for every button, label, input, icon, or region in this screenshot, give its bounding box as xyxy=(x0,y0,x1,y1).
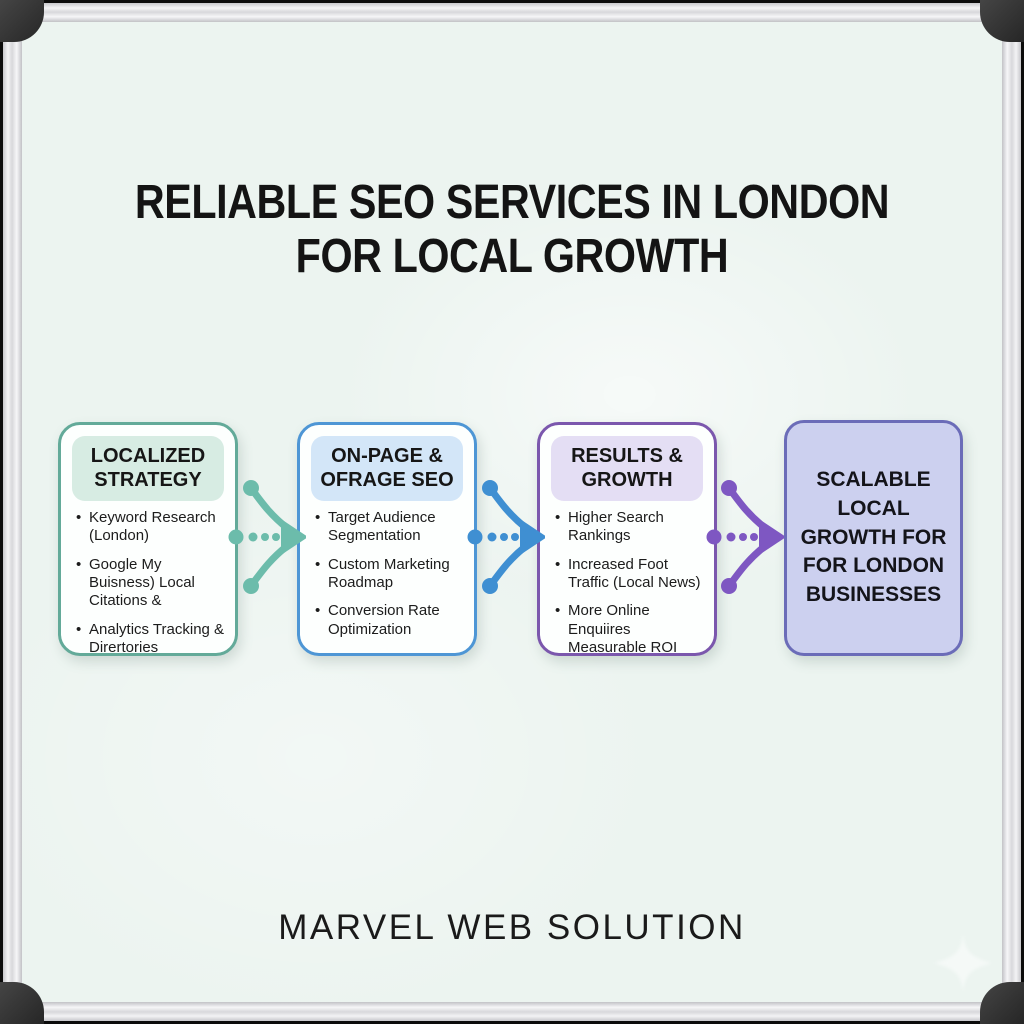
flow-arrow-icon xyxy=(226,474,306,600)
step-bullet-list: Higher Search Rankings Increased Foot Tr… xyxy=(540,509,714,657)
page-title-line-2: FOR LOCAL GROWTH xyxy=(295,230,729,284)
brand-footer: MARVEL WEB SOLUTION xyxy=(278,908,746,947)
step-bullet-list: Target Audience Segmentation Custom Mark… xyxy=(300,509,474,639)
bullet-item: Target Audience Segmentation xyxy=(315,509,468,546)
final-step-label: SCALABLE LOCAL GROWTH FOR FOR LONDON BUS… xyxy=(800,467,947,607)
page-title-line-1: RELIABLE SEO SERVICES IN LONDON xyxy=(134,176,890,229)
page-title: RELIABLE SEO SERVICES IN LONDON FOR LOCA… xyxy=(72,176,953,284)
bullet-item: Google My Buisness) Local Citations & xyxy=(76,556,229,611)
step-bullet-list: Keyword Research (London) Google My Buis… xyxy=(61,509,235,657)
step-box-scalable-growth: SCALABLE LOCAL GROWTH FOR FOR LONDON BUS… xyxy=(784,420,963,656)
bullet-item: Analytics Tracking & Dirertories xyxy=(76,621,229,658)
whiteboard-frame-left xyxy=(3,3,22,1021)
bullet-item: Custom Marketing Roadmap xyxy=(315,556,468,593)
step-box-on-page-seo: ON-PAGE & OFRAGE SEO Target Audience Seg… xyxy=(297,422,477,656)
step-box-results-growth: RESULTS & GROWTH Higher Search Rankings … xyxy=(537,422,717,656)
whiteboard-frame-bottom xyxy=(3,1002,1021,1021)
bullet-item: Higher Search Rankings xyxy=(555,509,708,546)
step-header: ON-PAGE & OFRAGE SEO xyxy=(311,436,463,502)
step-box-localized-strategy: LOCALIZED STRATEGY Keyword Research (Lon… xyxy=(58,422,238,656)
step-header: RESULTS & GROWTH xyxy=(551,436,703,502)
bullet-item: Conversion Rate Optimization xyxy=(315,602,468,639)
bullet-item: Keyword Research (London) xyxy=(76,509,229,546)
step-header: LOCALIZED STRATEGY xyxy=(72,436,224,502)
whiteboard-frame-right xyxy=(1002,3,1021,1021)
flow-arrow-icon xyxy=(465,474,545,600)
flow-arrow-icon xyxy=(704,474,784,600)
bullet-item: More Online Enquiires Measurable ROI xyxy=(555,602,708,657)
bullet-item: Increased Foot Traffic (Local News) xyxy=(555,556,708,593)
sparkle-icon xyxy=(932,932,994,994)
whiteboard-frame-top xyxy=(3,3,1021,22)
